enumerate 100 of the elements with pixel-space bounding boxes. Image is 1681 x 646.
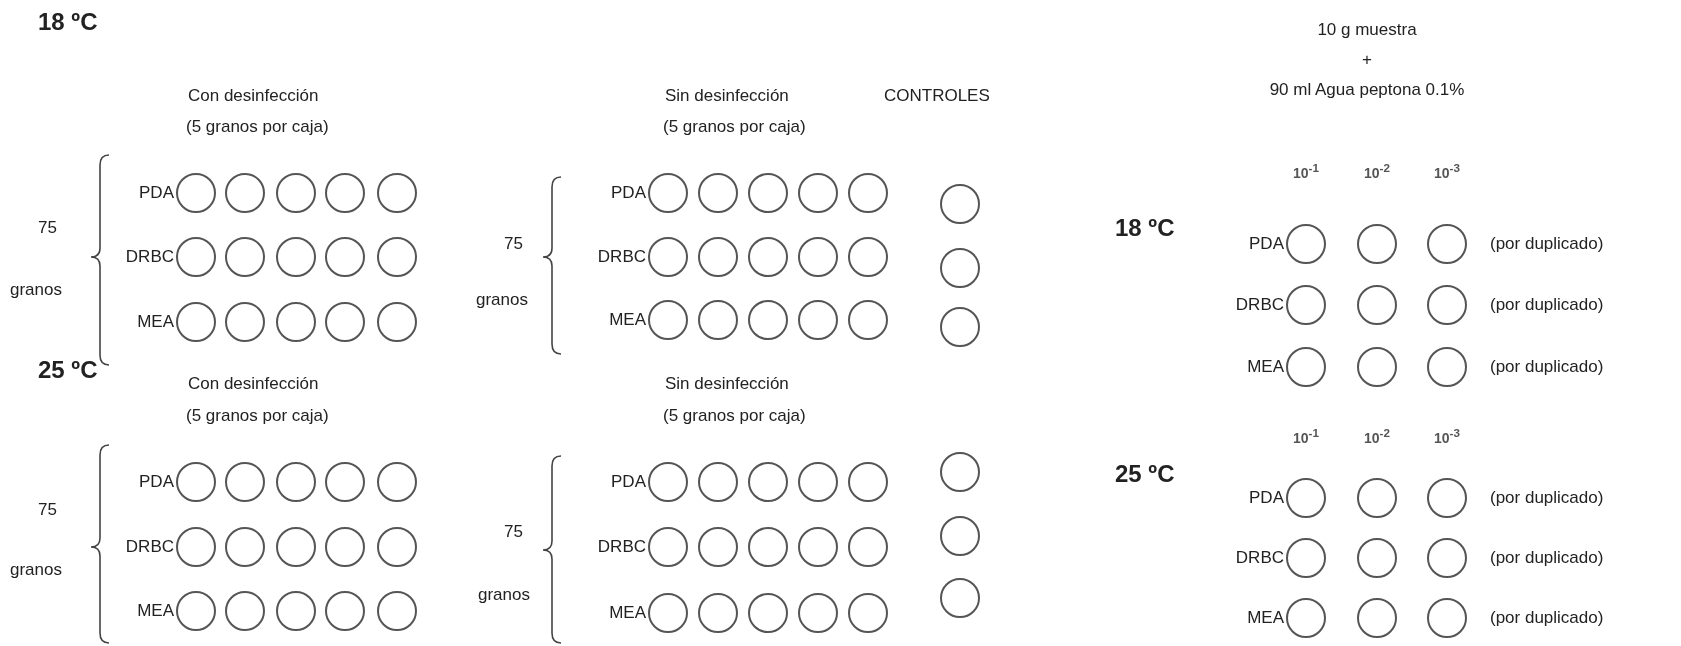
petri-dish-circle	[276, 173, 316, 213]
replicate-note: (por duplicado)	[1490, 295, 1604, 315]
petri-dish-circle	[176, 302, 216, 342]
petri-dish-circle	[1286, 538, 1326, 578]
dilution-label: 10$^{-2}$	[1364, 160, 1390, 183]
petri-dish-circle	[1427, 538, 1467, 578]
petri-dish-circle	[225, 591, 265, 631]
dilution-label: 10$^{-3}$	[1434, 425, 1460, 448]
medium-label: PDA	[611, 472, 646, 492]
petri-dish-circle	[225, 302, 265, 342]
petri-dish-circle	[377, 462, 417, 502]
petri-dish-circle	[798, 527, 838, 567]
dilution-label: 10$^{-2}$	[1364, 425, 1390, 448]
dilution-label: 10$^{-3}$	[1434, 160, 1460, 183]
temperature-heading: 18 ºC	[1115, 214, 1175, 242]
group-subheading: (5 granos por caja)	[663, 406, 806, 426]
petri-dish-circle	[798, 300, 838, 340]
petri-dish-circle	[1427, 478, 1467, 518]
medium-label: MEA	[609, 603, 646, 623]
petri-dish-circle	[940, 307, 980, 347]
grain-count: 75	[504, 522, 523, 542]
petri-dish-circle	[698, 462, 738, 502]
petri-dish-circle	[176, 591, 216, 631]
petri-dish-circle	[325, 527, 365, 567]
petri-dish-circle	[698, 300, 738, 340]
petri-dish-circle	[1357, 478, 1397, 518]
dilution-label: 10$^{-1}$	[1293, 160, 1319, 183]
petri-dish-circle	[377, 527, 417, 567]
petri-dish-circle	[1427, 224, 1467, 264]
replicate-note: (por duplicado)	[1490, 234, 1604, 254]
petri-dish-circle	[798, 593, 838, 633]
petri-dish-circle	[848, 462, 888, 502]
petri-dish-circle	[1427, 285, 1467, 325]
petri-dish-circle	[1357, 538, 1397, 578]
petri-dish-circle	[325, 302, 365, 342]
petri-dish-circle	[848, 593, 888, 633]
medium-label: MEA	[137, 601, 174, 621]
petri-dish-circle	[377, 591, 417, 631]
petri-dish-circle	[748, 527, 788, 567]
grain-count: 75	[38, 218, 57, 238]
grain-count: granos	[478, 585, 530, 605]
grain-count: granos	[10, 280, 62, 300]
group-heading: CONTROLES	[884, 86, 990, 106]
petri-dish-circle	[698, 527, 738, 567]
petri-dish-circle	[176, 527, 216, 567]
medium-label: DRBC	[125, 247, 174, 267]
petri-dish-circle	[1286, 224, 1326, 264]
petri-dish-circle	[377, 237, 417, 277]
replicate-note: (por duplicado)	[1490, 548, 1604, 568]
petri-dish-circle	[276, 302, 316, 342]
petri-dish-circle	[377, 302, 417, 342]
petri-dish-circle	[1357, 285, 1397, 325]
petri-dish-circle	[748, 173, 788, 213]
medium-label: MEA	[137, 312, 174, 332]
grain-count: 75	[504, 234, 523, 254]
petri-dish-circle	[648, 527, 688, 567]
petri-dish-circle	[940, 452, 980, 492]
medium-label: MEA	[609, 310, 646, 330]
medium-label: PDA	[139, 183, 174, 203]
plus-sign: +	[1362, 50, 1372, 70]
petri-dish-circle	[225, 237, 265, 277]
temperature-heading: 18 ºC	[38, 8, 98, 36]
petri-dish-circle	[176, 462, 216, 502]
petri-dish-circle	[225, 173, 265, 213]
grain-count: granos	[10, 560, 62, 580]
petri-dish-circle	[1286, 347, 1326, 387]
petri-dish-circle	[377, 173, 417, 213]
petri-dish-circle	[798, 173, 838, 213]
medium-label: MEA	[1247, 357, 1284, 377]
petri-dish-circle	[276, 462, 316, 502]
replicate-note: (por duplicado)	[1490, 488, 1604, 508]
medium-label: DRBC	[1235, 548, 1284, 568]
petri-dish-circle	[325, 591, 365, 631]
petri-dish-circle	[1357, 224, 1397, 264]
group-heading: Con desinfección	[188, 374, 319, 394]
petri-dish-circle	[225, 527, 265, 567]
sample-note: 10 g muestra	[1317, 20, 1417, 40]
petri-dish-circle	[1427, 347, 1467, 387]
petri-dish-circle	[748, 462, 788, 502]
petri-dish-circle	[648, 462, 688, 502]
group-subheading: (5 granos por caja)	[186, 406, 329, 426]
petri-dish-circle	[698, 593, 738, 633]
petri-dish-circle	[1357, 347, 1397, 387]
petri-dish-circle	[225, 462, 265, 502]
grain-count: 75	[38, 500, 57, 520]
replicate-note: (por duplicado)	[1490, 357, 1604, 377]
petri-dish-circle	[748, 237, 788, 277]
petri-dish-circle	[940, 248, 980, 288]
petri-dish-circle	[1427, 598, 1467, 638]
petri-dish-circle	[176, 173, 216, 213]
medium-label: DRBC	[597, 247, 646, 267]
group-heading: Sin desinfección	[665, 374, 789, 394]
medium-label: DRBC	[1235, 295, 1284, 315]
grain-count: granos	[476, 290, 528, 310]
medium-label: PDA	[1249, 234, 1284, 254]
petri-dish-circle	[848, 527, 888, 567]
petri-dish-circle	[698, 173, 738, 213]
petri-dish-circle	[276, 237, 316, 277]
petri-dish-circle	[648, 593, 688, 633]
petri-dish-circle	[1286, 478, 1326, 518]
